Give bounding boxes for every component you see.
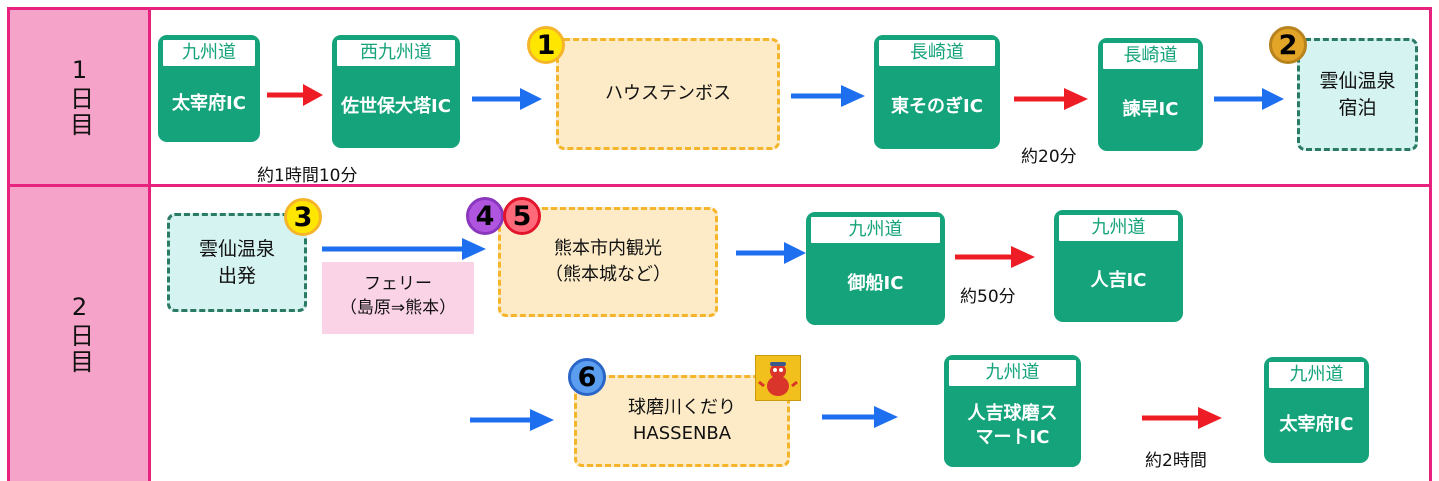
blue-arrow [1214,88,1284,110]
spot-kuma-river: 球磨川くだり HASSENBA [574,375,790,467]
ic-name: 太宰府IC [1279,414,1354,435]
ic-box-mifune: 九州道 御船IC [806,212,945,325]
hotel-unzen-depart: 雲仙温泉出発 [167,213,307,312]
travel-time-3: 約50分 [960,287,1016,307]
ic-box-higashisonogi: 長崎道 東そのぎIC [874,35,1000,149]
ic-name: 人吉IC [1090,270,1147,291]
ic-box-dazaifu: 九州道 太宰府IC [158,35,260,142]
badge-5: 5 [503,197,541,235]
ferry-note: フェリー （島原⇒熊本） [322,262,474,334]
spot-kumamoto-city: 熊本市内観光 （熊本城など） [498,207,718,317]
badge-6: 6 [568,358,606,396]
hotel-name: 雲仙温泉出発 [198,237,275,287]
ic-name: 佐世保大塔IC [341,95,451,117]
red-arrow [1014,88,1088,110]
ic-box-dazaifu-return: 九州道 太宰府IC [1264,357,1369,463]
badge-4: 4 [466,197,504,235]
ic-name: 太宰府IC [172,92,246,114]
ic-name: 人吉球磨スマートIC [967,403,1058,448]
badge-2: 2 [1269,26,1307,64]
row-divider [10,184,1432,187]
ic-name: 東そのぎIC [891,96,983,117]
column-divider [148,10,151,481]
hotel-unzen-stay: 雲仙温泉宿泊 [1297,38,1418,151]
ic-line-label: 長崎道 [879,40,995,66]
spot-line-2: HASSENBA [632,423,732,444]
blue-arrow [322,238,486,260]
badge-1: 1 [527,26,565,64]
spot-huis-ten-bosch: ハウステンボス [556,38,780,150]
travel-time-2: 約20分 [1021,147,1077,167]
ic-line-label: 九州道 [949,360,1076,386]
ic-line-label: 九州道 [811,217,940,243]
ic-name: 御船IC [847,272,904,294]
ferry-line-2: （島原⇒熊本） [339,298,457,318]
ic-box-sasebo: 西九州道 佐世保大塔IC [332,35,460,148]
day1-label: 1日目 [65,56,94,138]
blue-arrow [470,409,554,431]
blue-arrow [791,85,865,107]
hotel-name: 雲仙温泉宿泊 [1319,69,1396,119]
red-arrow [267,84,323,106]
badge-3: 3 [284,198,322,236]
red-arrow [1142,407,1222,429]
day2-label: 2日目 [65,293,94,375]
day1-header: 1日目 [10,10,150,184]
ic-line-label: 西九州道 [337,40,455,66]
ic-line-label: 九州道 [163,40,255,66]
ic-box-isahaya: 長崎道 諫早IC [1098,38,1203,151]
spot-name: ハウステンボス [605,83,731,104]
mascot-icon [755,355,801,401]
day2-header: 2日目 [10,187,150,481]
blue-arrow [822,406,898,428]
ic-name: 諫早IC [1122,98,1179,120]
ic-line-label: 九州道 [1269,362,1364,388]
red-arrow [955,246,1035,268]
travel-time-4: 約2時間 [1145,451,1207,471]
spot-line-1: 球磨川くだり [628,397,736,418]
spot-line-2: （熊本城など） [545,264,671,285]
spot-line-1: 熊本市内観光 [554,238,662,259]
travel-time-1: 約1時間10分 [257,166,358,186]
ic-box-hitoyoshi-kuma: 九州道 人吉球磨スマートIC [944,355,1081,467]
ic-box-hitoyoshi: 九州道 人吉IC [1054,210,1183,322]
blue-arrow [736,242,806,264]
schedule-frame [7,7,1432,481]
blue-arrow [472,88,542,110]
ic-line-label: 九州道 [1059,215,1178,241]
ferry-line-1: フェリー [364,274,432,294]
ic-line-label: 長崎道 [1103,43,1198,69]
